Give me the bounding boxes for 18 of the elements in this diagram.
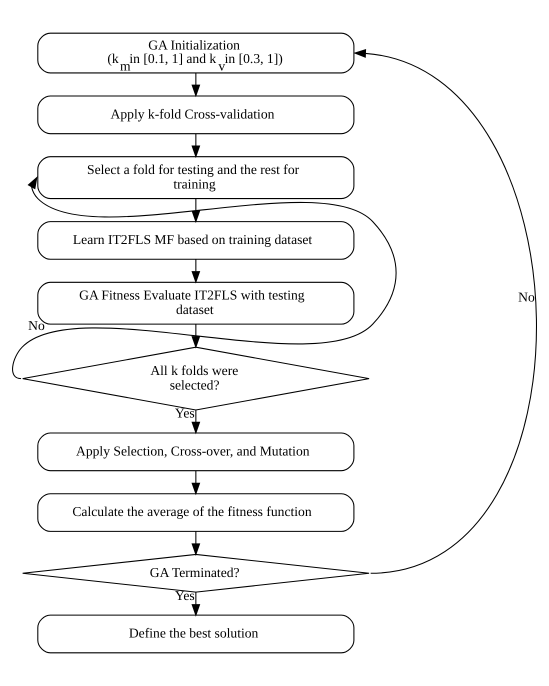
arrow: [191, 198, 200, 224]
arrow: [191, 259, 200, 284]
edge-label: No: [518, 289, 535, 304]
node-box: Select a fold for testing and the rest for training: [37, 156, 354, 200]
arrow: [353, 49, 537, 574]
arrow: [191, 73, 200, 98]
arrow: [191, 592, 200, 617]
arrow: [191, 470, 200, 496]
node-box: Apply Selection, Cross-over, and Mutation: [37, 432, 354, 472]
arrow: [191, 134, 200, 158]
node-box: Calculate the average of the fitness function: [37, 493, 354, 532]
node-box: Apply k-fold Cross-validation: [37, 95, 354, 134]
arrow: [12, 176, 396, 380]
arrow: [191, 324, 200, 349]
arrow: [191, 532, 200, 556]
arrow: [191, 410, 200, 434]
node-box: Learn IT2FLS MF based on training dataset: [37, 221, 354, 260]
node-box: Define the best solution: [37, 614, 354, 654]
